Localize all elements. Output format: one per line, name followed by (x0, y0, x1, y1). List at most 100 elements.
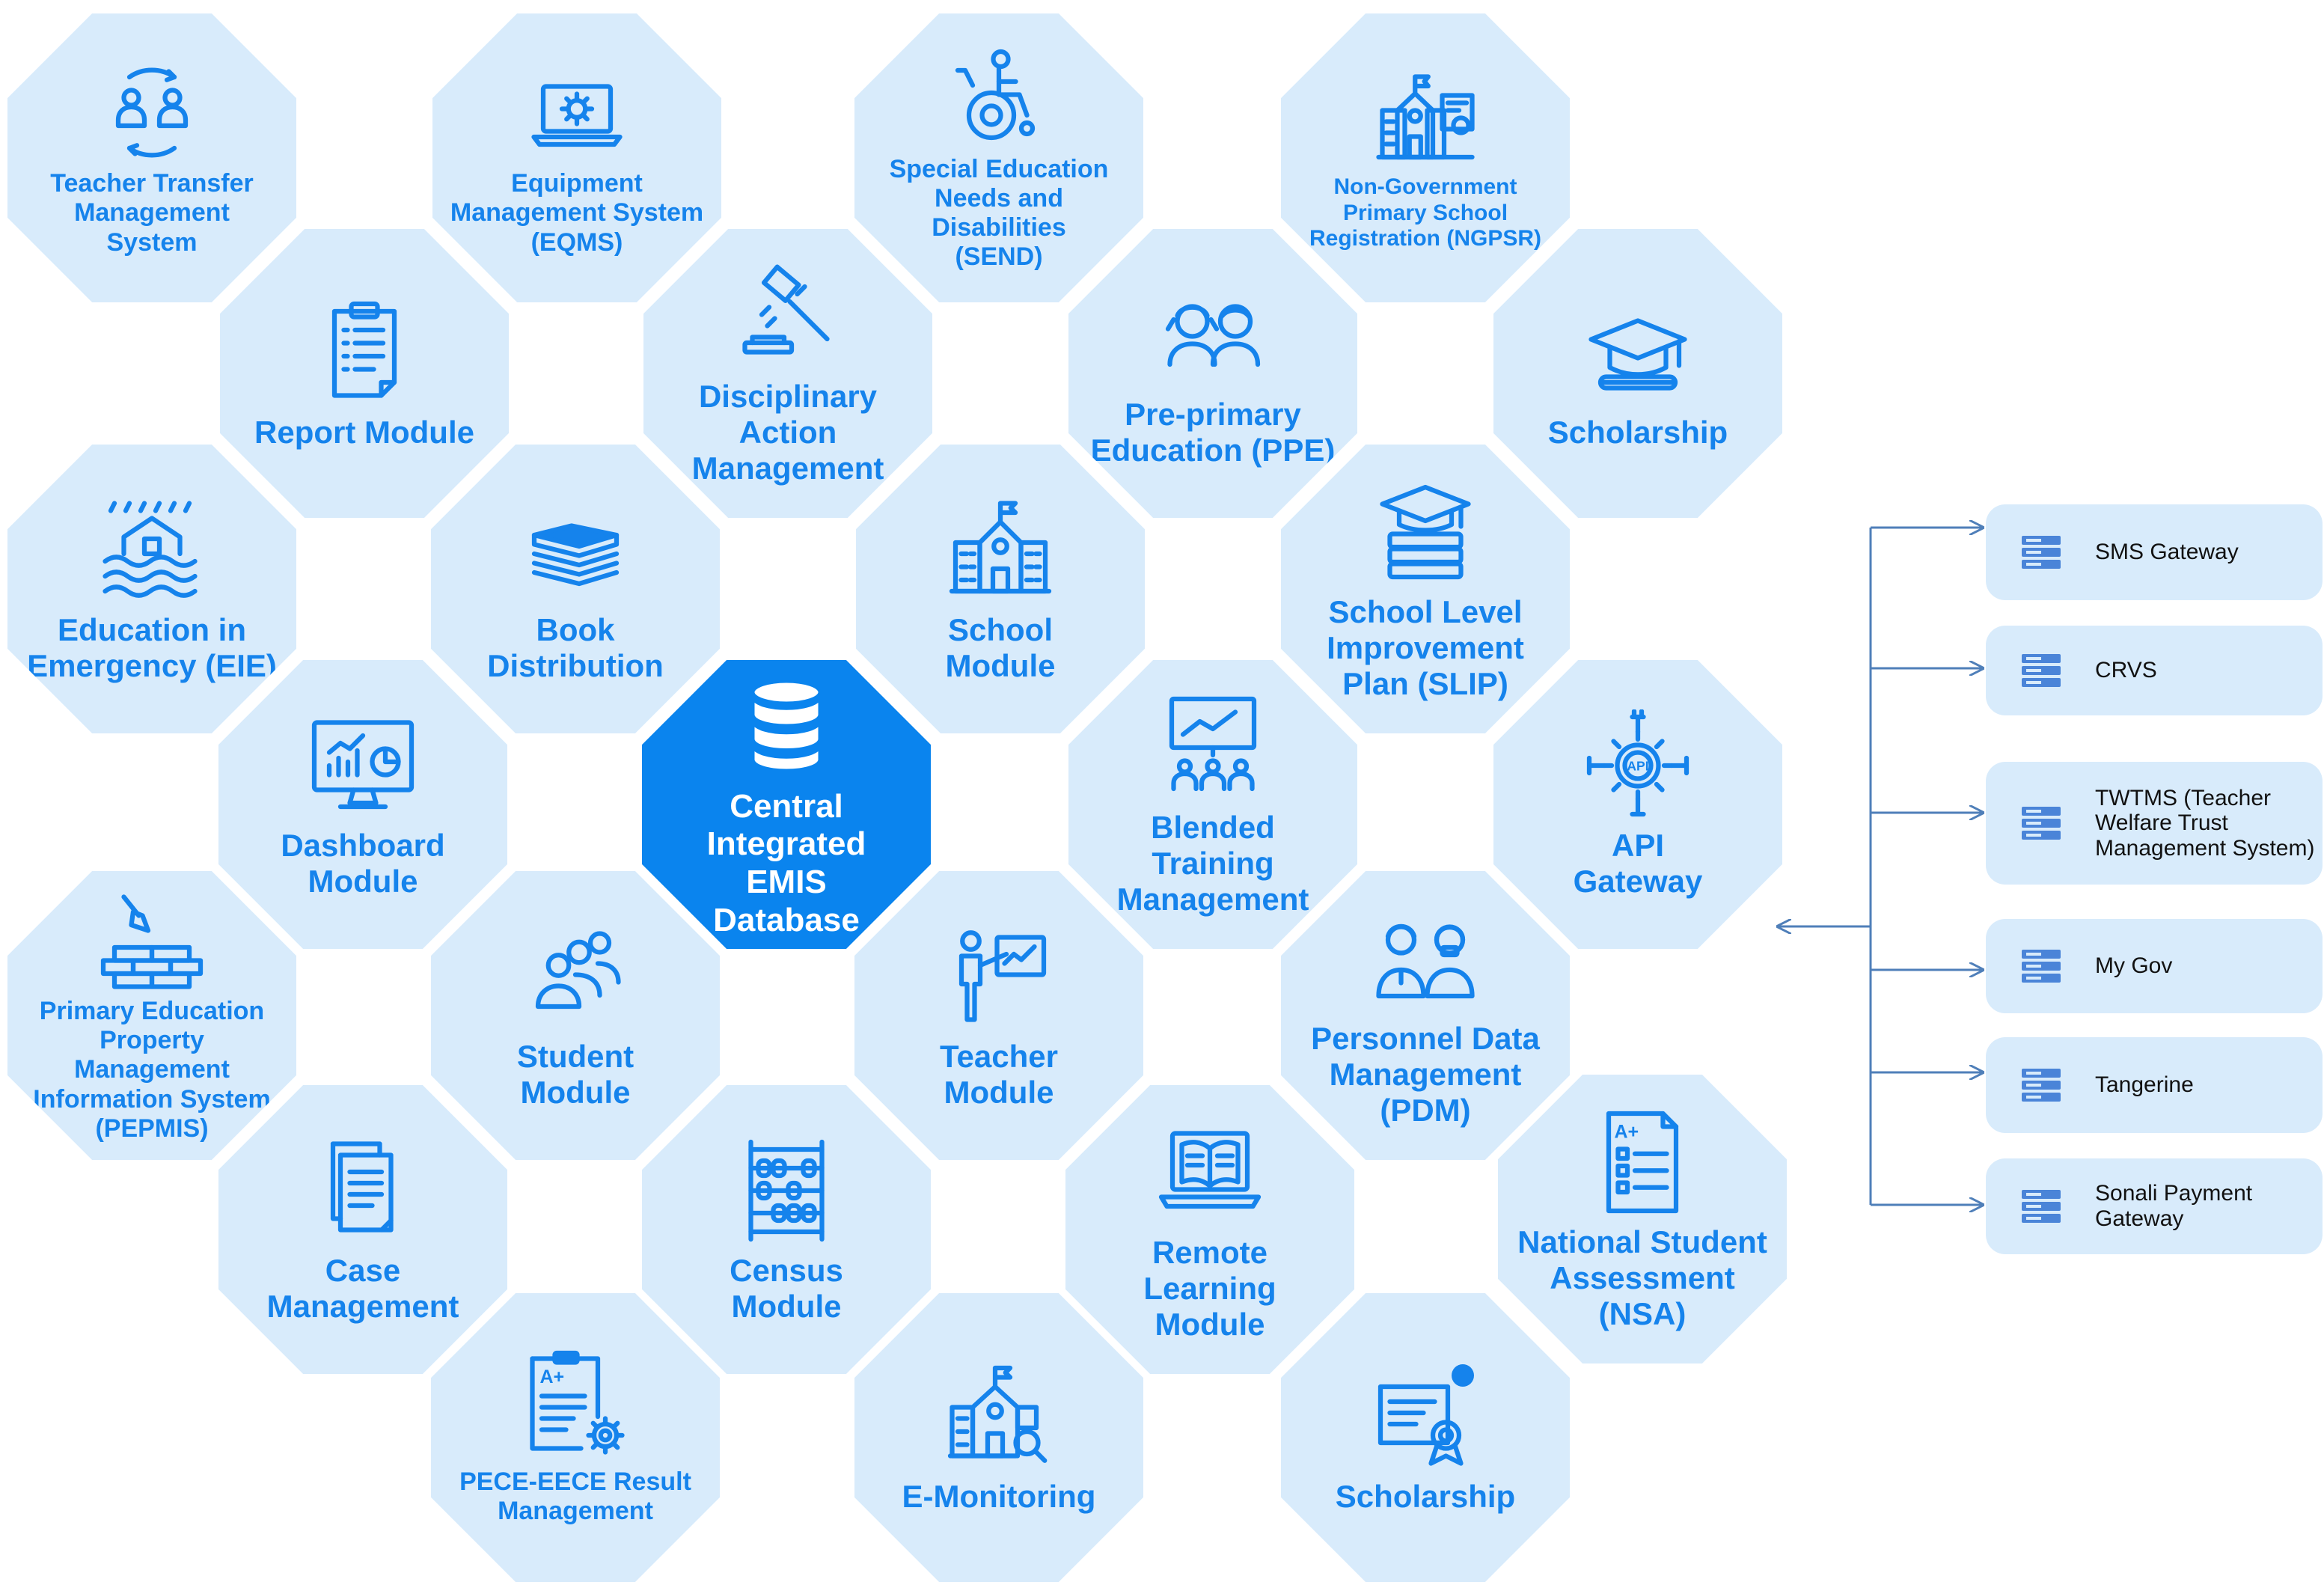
external-system-sms-gateway: SMS Gateway (1986, 504, 2323, 600)
cap-on-books-icon (1380, 484, 1471, 579)
laptop-book-icon (1158, 1130, 1262, 1209)
module-census: Census Module (642, 1085, 931, 1374)
student-group-icon (535, 931, 621, 1009)
external-system-label: TWTMS (Teacher Welfare Trust Management … (2095, 785, 2315, 861)
module-slip: School Level Improvement Plan (SLIP) (1281, 445, 1570, 733)
module-send: Special Education Needs and Disabilities… (854, 13, 1143, 302)
module-label: Special Education Needs and Disabilities… (889, 154, 1109, 272)
teacher-board-icon (958, 929, 1047, 1022)
external-system-label: My Gov (2095, 953, 2173, 979)
transfer-people-icon (115, 67, 189, 158)
certificate-award-icon (1377, 1363, 1474, 1466)
module-label: Teacher Transfer Management System (50, 169, 254, 257)
module-label: Scholarship (1547, 414, 1728, 450)
module-label: PECE-EECE Result Management (459, 1467, 691, 1525)
external-system-my-gov: My Gov (1986, 919, 2323, 1013)
monitor-chart-icon (311, 720, 415, 809)
module-nsa: A+ National Student Assessment (NSA) (1498, 1075, 1787, 1363)
abacus-icon (748, 1139, 825, 1242)
module-label: Personnel Data Management (PDM) (1311, 1020, 1540, 1129)
module-school: School Module (856, 445, 1145, 733)
server-icon (2022, 950, 2061, 983)
module-label: Non-Government Primary School Registrati… (1309, 174, 1542, 251)
graduation-cap-icon (1588, 318, 1687, 391)
module-label: Disciplinary Action Management (691, 378, 884, 486)
module-label: Report Module (254, 414, 474, 450)
module-label: Case Management (266, 1252, 459, 1324)
school-magnifier-icon (947, 1365, 1048, 1463)
module-scholarship-top: Scholarship (1493, 229, 1782, 518)
module-pece: A+ PECE-EECE Result Management (431, 1293, 720, 1582)
module-blended: Blended Training Management (1068, 660, 1357, 949)
module-label: Blended Training Management (1116, 809, 1309, 917)
presentation-board-icon (1169, 696, 1257, 791)
gavel-icon (742, 264, 830, 355)
svg-text:A+: A+ (1615, 1121, 1639, 1142)
personnel-icon (1376, 923, 1475, 998)
module-label: Census Module (730, 1252, 843, 1324)
external-system-label: CRVS (2095, 658, 2157, 683)
external-system-crvs: CRVS (1986, 626, 2323, 715)
svg-text:API: API (1627, 758, 1648, 773)
server-icon (2022, 654, 2061, 687)
school-certificate-icon (1376, 74, 1475, 160)
trowel-bricks-icon (100, 894, 204, 989)
external-system-label: Sonali Payment Gateway (2095, 1181, 2253, 1231)
module-eie: Education in Emergency (EIE) (7, 445, 296, 733)
external-system-twtms: TWTMS (Teacher Welfare Trust Management … (1986, 762, 2323, 885)
documents-icon (330, 1141, 394, 1233)
module-label: Teacher Module (940, 1038, 1058, 1110)
module-label: API Gateway (1573, 827, 1703, 899)
module-label: E-Monitoring (902, 1478, 1096, 1514)
module-label: Education in Emergency (EIE) (27, 611, 277, 683)
module-book: Book Distribution (431, 445, 720, 733)
module-dashboard: Dashboard Module (218, 660, 507, 949)
module-student: Student Module (431, 871, 720, 1160)
module-label: Pre-primary Education (PPE) (1090, 396, 1336, 468)
module-ngpsr: Non-Government Primary School Registrati… (1281, 13, 1570, 302)
laptop-gear-icon (531, 84, 623, 147)
test-sheet-icon: A+ (1606, 1111, 1679, 1213)
module-api: API API Gateway (1493, 660, 1782, 949)
module-label: Dashboard Module (281, 827, 445, 899)
center-label: Central Integrated EMIS Database (706, 787, 866, 938)
api-gear-icon: API (1586, 709, 1690, 816)
server-icon (2022, 1069, 2061, 1102)
database-icon (750, 679, 822, 773)
module-teacher-transfer: Teacher Transfer Management System (7, 13, 296, 302)
module-label: Primary Education Property Management In… (33, 997, 271, 1143)
books-icon (531, 523, 620, 586)
module-case: Case Management (218, 1085, 507, 1374)
server-icon (2022, 807, 2061, 840)
clipboard-icon (331, 301, 397, 398)
server-icon (2022, 1190, 2061, 1223)
central-emis-database: Central Integrated EMIS Database (642, 660, 931, 949)
module-label: National Student Assessment (NSA) (1517, 1224, 1767, 1332)
module-pepmis: Primary Education Property Management In… (7, 871, 296, 1160)
module-label: Remote Learning Module (1143, 1234, 1276, 1343)
flooded-house-icon (103, 501, 198, 598)
result-sheet-gear-icon: A+ (530, 1350, 625, 1455)
module-label: School Module (945, 611, 1056, 683)
module-teacher: Teacher Module (854, 871, 1143, 1160)
module-scholarship-bottom: Scholarship (1281, 1293, 1570, 1582)
svg-text:A+: A+ (540, 1366, 565, 1387)
external-system-label: SMS Gateway (2095, 540, 2239, 565)
module-report: Report Module (220, 229, 509, 518)
server-icon (2022, 536, 2061, 569)
module-pdm: Personnel Data Management (PDM) (1281, 871, 1570, 1160)
external-system-tangerine: Tangerine (1986, 1037, 2323, 1133)
module-emonitoring: E-Monitoring (854, 1293, 1143, 1582)
module-label: Book Distribution (487, 611, 664, 683)
module-label: Scholarship (1335, 1478, 1516, 1514)
module-label: School Level Improvement Plan (SLIP) (1327, 593, 1524, 702)
wheelchair-icon (955, 49, 1036, 140)
module-label: Equipment Management System (EQMS) (450, 169, 704, 257)
module-remote: Remote Learning Module (1065, 1085, 1354, 1374)
children-icon (1165, 304, 1261, 367)
module-ppe: Pre-primary Education (PPE) (1068, 229, 1357, 518)
external-system-label: Tangerine (2095, 1072, 2194, 1098)
external-system-sonali-payment-gateway: Sonali Payment Gateway (1986, 1158, 2323, 1254)
